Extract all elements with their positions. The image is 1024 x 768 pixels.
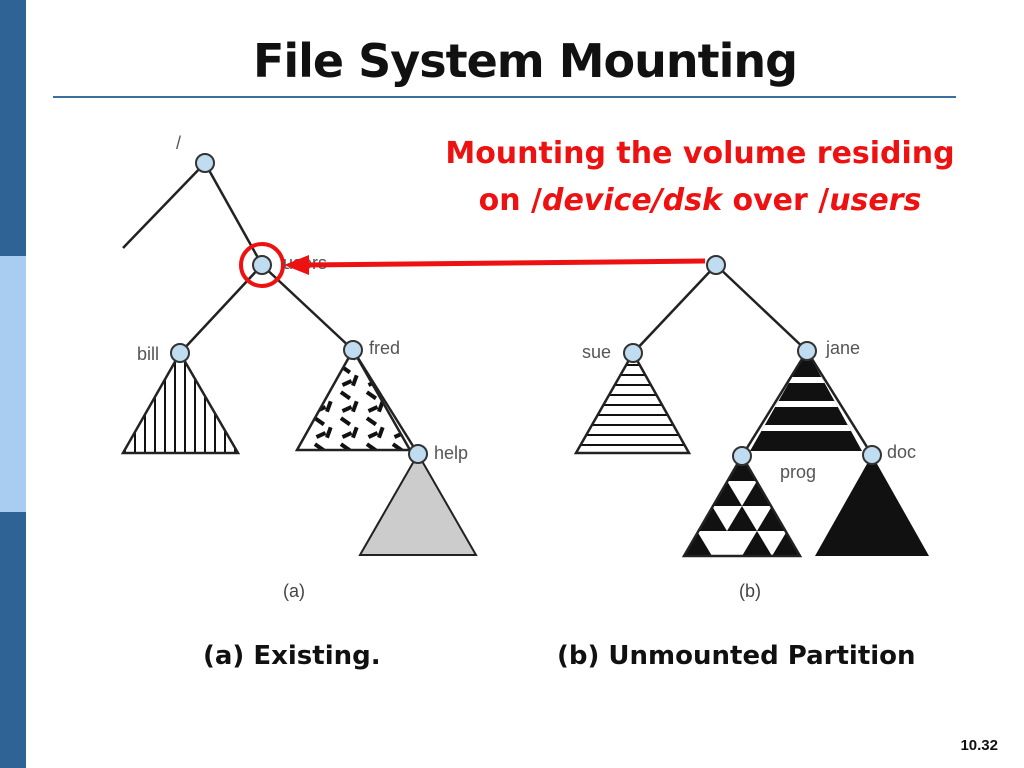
mount-arrow [284, 255, 706, 275]
caption-unmounted: (b) Unmounted Partition [557, 641, 916, 671]
bill-label: bill [137, 344, 159, 364]
arrowhead-icon [284, 255, 309, 275]
title-divider [53, 96, 956, 98]
jane-label: jane [825, 338, 860, 358]
sue-subtree [573, 350, 692, 455]
sue-node [623, 343, 643, 363]
edge-users-fred [261, 264, 354, 351]
callout-separator: / [651, 183, 663, 218]
caption-existing: (a) Existing. [203, 641, 381, 671]
sidebar-middle [0, 256, 26, 512]
prog-subtree [681, 453, 803, 558]
edge-root-left [122, 162, 206, 249]
mount-point-highlight [239, 242, 285, 288]
root-label: / [176, 133, 181, 153]
callout-users: users [829, 183, 922, 218]
jane-node [797, 341, 817, 361]
edge-root-jane [715, 264, 808, 352]
fred-node [343, 340, 363, 360]
callout-line-2: on /device/dsk over /users [430, 178, 970, 224]
bill-subtree [120, 350, 241, 455]
edge-jane-prog [740, 350, 809, 457]
users-node [252, 255, 272, 275]
tree-a: / users bill fred help (a) [120, 133, 478, 601]
edge-jane-doc [805, 350, 874, 456]
slide-number: 10.32 [960, 737, 998, 754]
callout-over: over / [722, 183, 830, 218]
jane-subtree [750, 351, 862, 451]
sidebar-top [0, 0, 26, 256]
edge-users-bill [179, 264, 263, 354]
root-node [195, 153, 215, 173]
help-node [408, 444, 428, 464]
edge-fred-help [351, 349, 420, 455]
help-subtree [358, 451, 478, 556]
edge-root-sue [632, 264, 717, 354]
doc-node [862, 445, 882, 465]
tree-b: sue jane prog doc (b) [573, 255, 929, 601]
slide-title: File System Mounting [252, 34, 798, 88]
callout-device: device [541, 183, 652, 218]
doc-subtree [815, 455, 929, 556]
fred-subtree [294, 347, 413, 452]
fred-label: fred [369, 338, 400, 358]
doc-label: doc [887, 442, 916, 462]
callout-line-1: Mounting the volume residing [445, 136, 955, 171]
callout-prefix: on / [478, 183, 542, 218]
sublabel-a: (a) [283, 581, 305, 601]
bill-node [170, 343, 190, 363]
sublabel-b: (b) [739, 581, 761, 601]
sue-label: sue [582, 342, 611, 362]
sidebar-bottom [0, 512, 26, 768]
prog-node [732, 446, 752, 466]
edge-root-users [203, 162, 264, 266]
prog-label: prog [780, 462, 816, 482]
callout-dsk: dsk [662, 183, 723, 218]
help-label: help [434, 443, 468, 463]
partition-root-node [706, 255, 726, 275]
